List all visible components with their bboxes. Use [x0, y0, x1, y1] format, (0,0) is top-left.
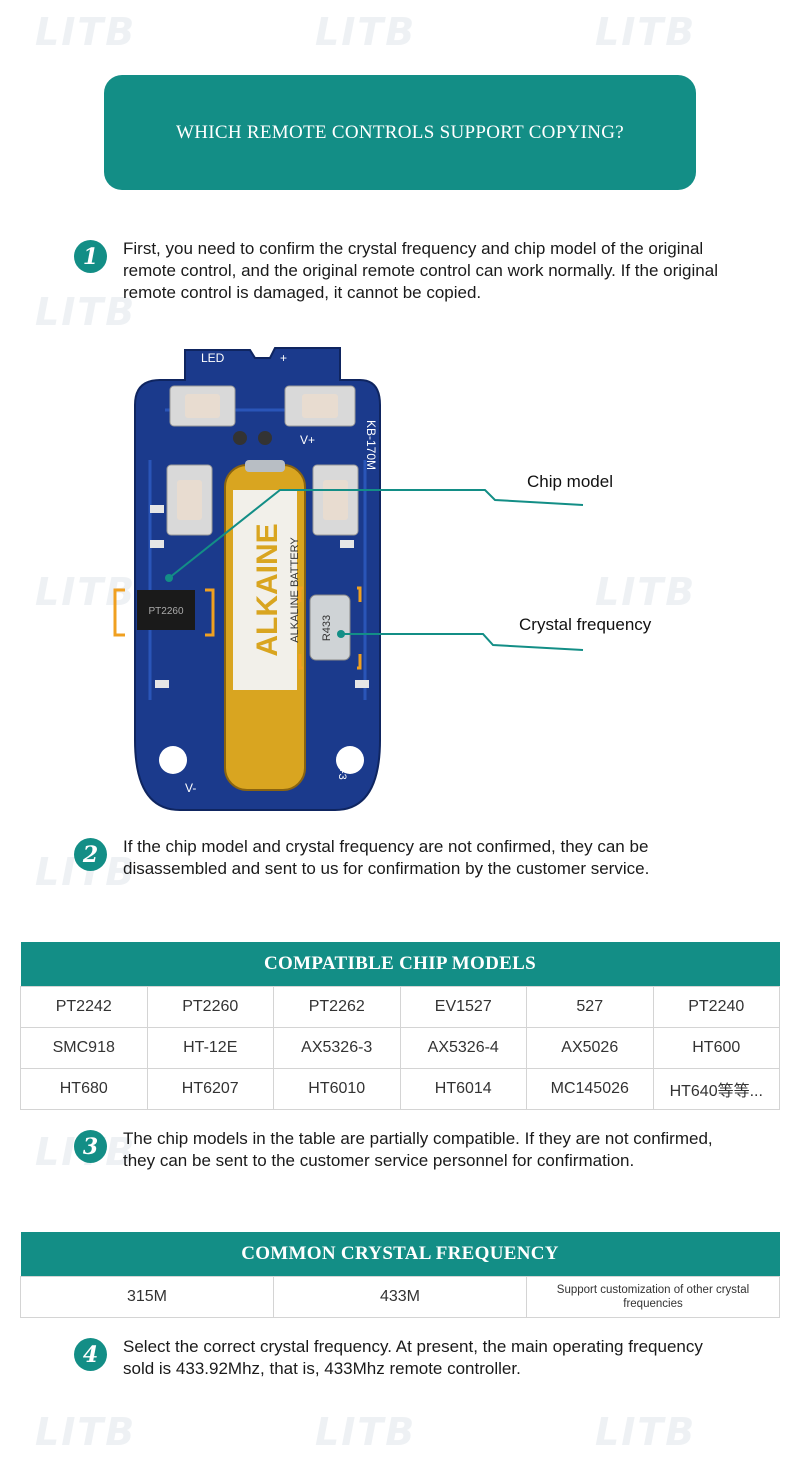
chip-ic	[137, 590, 195, 630]
watermark: LITB	[35, 1410, 137, 1454]
table-cell: HT-12E	[146, 1027, 274, 1069]
step-number-badge: 2	[74, 838, 107, 871]
crystal-label: R433	[321, 615, 333, 641]
table-cell: 315M	[20, 1276, 274, 1318]
crystal-callout-line	[341, 633, 584, 651]
vminus-label: V-	[185, 781, 196, 795]
table-cell: PT2240	[652, 986, 780, 1028]
freq-table-title: COMMON CRYSTAL FREQUENCY	[20, 1232, 780, 1277]
table-cell: AX5326-3	[273, 1027, 401, 1069]
watermark: LITB	[595, 570, 697, 614]
watermark: LITB	[595, 1410, 697, 1454]
table-cell: HT640等等...	[652, 1068, 780, 1110]
vplus-label: V+	[300, 433, 315, 447]
watermark: LITB	[35, 570, 137, 614]
chip-label: PT2260	[148, 606, 183, 617]
table-cell: SMC918	[20, 1027, 148, 1069]
step-4-text: Select the correct crystal frequency. At…	[123, 1337, 703, 1378]
step-1-text: First, you need to confirm the crystal f…	[123, 239, 718, 302]
crystal-component	[309, 594, 351, 661]
table-cell: EV1527	[399, 986, 527, 1028]
step-2: 2 If the chip model and crystal frequenc…	[74, 836, 734, 880]
table-cell: 433M	[273, 1276, 527, 1318]
table-cell: Support customization of other crystal f…	[526, 1276, 780, 1318]
step-number-badge: 3	[74, 1130, 107, 1163]
chip-models-table: COMPATIBLE CHIP MODELS PT2242 PT2260 PT2…	[20, 942, 780, 1110]
table-cell: HT600	[652, 1027, 780, 1069]
crystal-frequency-callout: Crystal frequency	[519, 615, 652, 634]
table-row: HT680 HT6207 HT6010 HT6014 MC145026 HT64…	[20, 1068, 780, 1110]
step-number-badge: 1	[74, 240, 107, 273]
table-cell: PT2262	[273, 986, 401, 1028]
table-row: PT2242 PT2260 PT2262 EV1527 527 PT2240	[20, 986, 780, 1028]
table-cell: HT6014	[399, 1068, 527, 1110]
step-1: 1 First, you need to confirm the crystal…	[74, 238, 734, 304]
watermark: LITB	[315, 1410, 417, 1454]
table-row: SMC918 HT-12E AX5326-3 AX5326-4 AX5026 H…	[20, 1027, 780, 1069]
table-cell: HT6207	[146, 1068, 274, 1110]
plus-label: +	[280, 351, 287, 365]
table-row: 315M 433M Support customization of other…	[20, 1276, 780, 1318]
battery-sublabel: ALKALINE BATTERY	[289, 537, 301, 643]
chip-callout-line	[168, 489, 584, 579]
led-label: LED	[201, 351, 225, 365]
chip-model-callout: Chip model	[527, 472, 613, 491]
crystal-frequency-table: COMMON CRYSTAL FREQUENCY 315M 433M Suppo…	[20, 1232, 780, 1318]
table-cell: MC145026	[526, 1068, 654, 1110]
code-label: 18+3	[336, 755, 348, 780]
step-3-text: The chip models in the table are partial…	[123, 1129, 713, 1170]
watermark: LITB	[595, 10, 697, 54]
page-title: WHICH REMOTE CONTROLS SUPPORT COPYING?	[176, 121, 624, 143]
step-3: 3 The chip models in the table are parti…	[74, 1128, 734, 1172]
watermark: LITB	[35, 290, 137, 334]
table-cell: PT2260	[146, 986, 274, 1028]
watermark: LITB	[35, 10, 137, 54]
step-4: 4 Select the correct crystal frequency. …	[74, 1336, 734, 1380]
table-cell: HT6010	[273, 1068, 401, 1110]
step-number-badge: 4	[74, 1338, 107, 1371]
table-cell: AX5326-4	[399, 1027, 527, 1069]
table-cell: PT2242	[20, 986, 148, 1028]
step-2-text: If the chip model and crystal frequency …	[123, 837, 650, 878]
chip-table-title: COMPATIBLE CHIP MODELS	[20, 942, 780, 987]
table-cell: 527	[526, 986, 654, 1028]
remote-board-photo: ALKAINE ALKALINE BATTERY PT2260 R433 LED…	[113, 347, 652, 811]
model-label: KB-170M	[364, 420, 378, 470]
table-cell: HT680	[20, 1068, 148, 1110]
table-cell: AX5026	[526, 1027, 654, 1069]
page-title-banner: WHICH REMOTE CONTROLS SUPPORT COPYING?	[104, 75, 696, 190]
battery-label: ALKAINE	[251, 523, 284, 656]
watermark: LITB	[315, 10, 417, 54]
